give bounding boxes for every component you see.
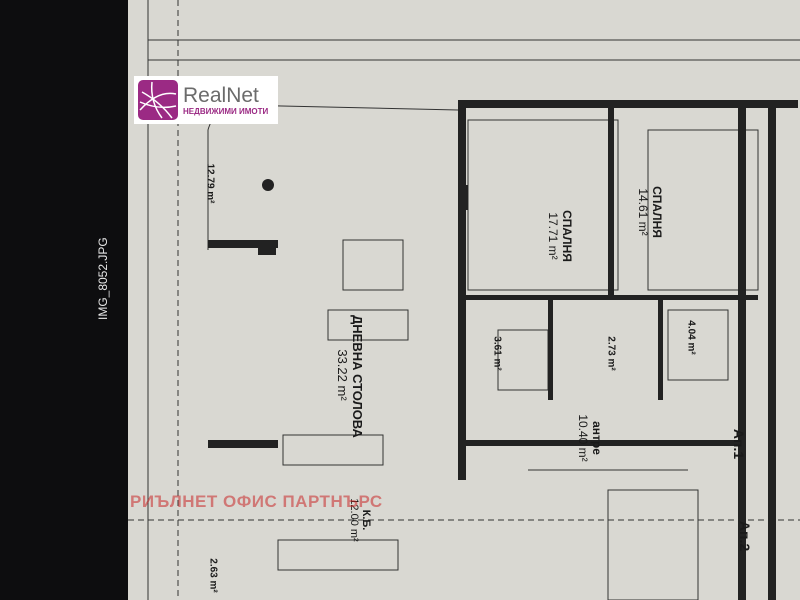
column [258, 240, 276, 255]
sofa [342, 239, 404, 291]
wall [738, 100, 746, 600]
apartment-label: Ап.2 [737, 520, 754, 552]
area-label: 2.73 m² [605, 336, 617, 371]
bed [647, 129, 759, 291]
elevator [607, 489, 699, 600]
wall [768, 100, 776, 600]
column [458, 370, 466, 400]
bed [467, 119, 619, 291]
area-label: 2.63 m² [207, 558, 219, 593]
area-label: 4.04 m² [685, 320, 697, 355]
wall [548, 300, 553, 400]
table [327, 309, 409, 341]
wall [458, 295, 758, 300]
bathtub [667, 309, 729, 381]
logo-name: RealNet [183, 83, 259, 107]
wall [658, 300, 663, 400]
shower [497, 329, 549, 391]
apartment-label: Ап.1 [731, 428, 748, 460]
globe-icon [138, 80, 178, 120]
wall [208, 240, 278, 248]
logo-tagline: НЕДВИЖИМИ ИМОТИ [183, 106, 269, 116]
column [458, 185, 468, 210]
kitchen-counter [282, 434, 384, 466]
area-label: 3.61 m² [491, 336, 503, 371]
kitchen-unit [277, 539, 399, 571]
wall [608, 100, 614, 300]
filename-label: IMG_8052.JPG [96, 237, 110, 320]
wall [458, 100, 798, 108]
column-round [262, 179, 274, 191]
wall [208, 440, 278, 448]
balcony-outline [207, 104, 459, 250]
realnet-logo: RealNet НЕДВИЖИМИ ИМОТИ [134, 76, 278, 124]
area-label: 12.79 m² [204, 163, 216, 204]
watermark: РИЪЛНЕТ ОФИС ПАРТНЪРС [130, 492, 383, 511]
wall [458, 100, 466, 480]
column [458, 445, 466, 480]
wall [458, 440, 738, 446]
